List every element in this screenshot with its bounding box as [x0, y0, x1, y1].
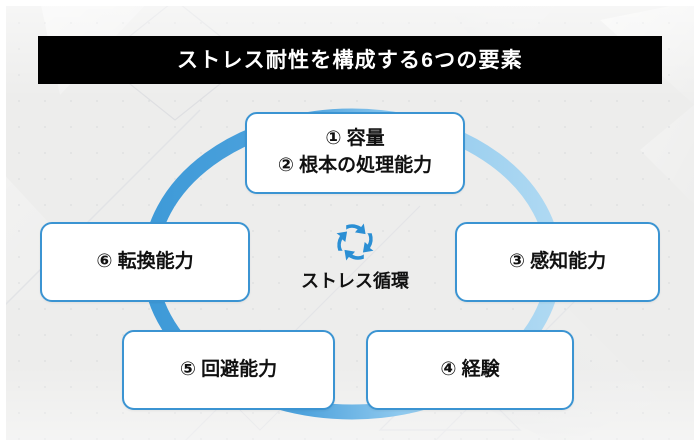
center-label: ストレス循環: [301, 271, 409, 291]
frame-left: [0, 0, 6, 446]
node-perception-ability[interactable]: ③ 感知能力: [455, 222, 660, 302]
recycle-cycle-icon: [336, 223, 374, 261]
node-experience[interactable]: ④ 経験: [366, 330, 574, 410]
node-line-1: ① 容量: [325, 128, 385, 150]
frame-top: [0, 0, 700, 6]
node-capacity-and-processing[interactable]: ① 容量 ② 根本の処理能力: [245, 112, 465, 194]
node-line-1: ④ 経験: [440, 358, 500, 380]
page-title: ストレス耐性を構成する6つの要素: [177, 48, 523, 72]
node-line-1: ⑤ 回避能力: [179, 358, 278, 380]
node-conversion-ability[interactable]: ⑥ 転換能力: [40, 222, 250, 302]
node-line-2: ② 根本の処理能力: [277, 155, 433, 176]
frame-right: [694, 0, 700, 446]
center-group: ストレス循環: [285, 220, 425, 316]
frame-bottom: [0, 440, 700, 446]
node-line-1: ③ 感知能力: [508, 250, 607, 272]
title-bar: ストレス耐性を構成する6つの要素: [38, 36, 662, 84]
node-line-1: ⑥ 転換能力: [96, 250, 194, 272]
node-avoidance-ability[interactable]: ⑤ 回避能力: [122, 330, 335, 410]
